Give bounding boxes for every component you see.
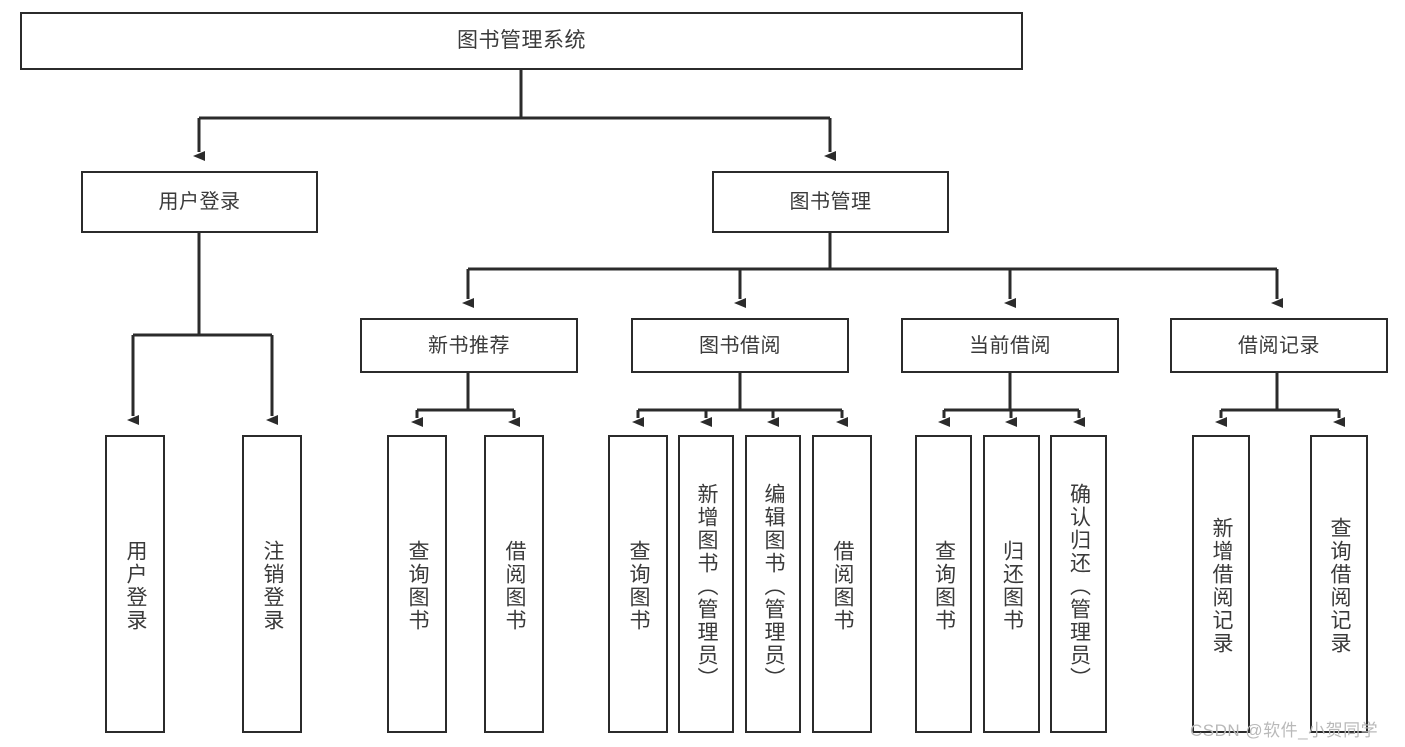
node-label: 图书管理 (789, 191, 872, 213)
node-label: 借阅图书 (503, 540, 527, 632)
leaf-add-book-admin[interactable]: 新增图书（管理员） (678, 435, 734, 733)
node-user-login[interactable]: 用户登录 (81, 171, 318, 233)
node-new-book-recommend[interactable]: 新书推荐 (360, 318, 578, 373)
leaf-query-borrow-record[interactable]: 查询借阅记录 (1310, 435, 1368, 733)
node-label: 归还图书 (1000, 540, 1024, 632)
node-label: 用户登录 (158, 191, 241, 213)
leaf-confirm-return-admin[interactable]: 确认归还（管理员） (1050, 435, 1107, 733)
leaf-query-books-recommend[interactable]: 查询图书 (387, 435, 447, 733)
node-current-borrow[interactable]: 当前借阅 (901, 318, 1119, 373)
node-label: 查询图书 (932, 540, 956, 632)
node-label: 查询借阅记录 (1328, 517, 1352, 655)
node-label: 图书借阅 (699, 334, 781, 357)
leaf-edit-book-admin[interactable]: 编辑图书（管理员） (745, 435, 801, 733)
node-label: 查询图书 (406, 540, 430, 632)
node-label: 新增图书（管理员） (695, 482, 719, 690)
node-label: 查询图书 (627, 540, 651, 632)
leaf-borrow-books-recommend[interactable]: 借阅图书 (484, 435, 544, 733)
node-book-management[interactable]: 图书管理 (712, 171, 949, 233)
node-root[interactable]: 图书管理系统 (20, 12, 1023, 70)
leaf-query-books-borrow[interactable]: 查询图书 (608, 435, 668, 733)
leaf-logout[interactable]: 注销登录 (242, 435, 302, 733)
node-borrow-records[interactable]: 借阅记录 (1170, 318, 1388, 373)
leaf-return-books[interactable]: 归还图书 (983, 435, 1040, 733)
node-label: 新增借阅记录 (1210, 517, 1234, 655)
node-label: 借阅记录 (1238, 334, 1320, 357)
leaf-user-login[interactable]: 用户登录 (105, 435, 165, 733)
node-book-borrow[interactable]: 图书借阅 (631, 318, 849, 373)
node-label: 用户登录 (124, 540, 148, 632)
leaf-add-borrow-record[interactable]: 新增借阅记录 (1192, 435, 1250, 733)
node-label: 编辑图书（管理员） (762, 482, 786, 690)
node-label: 确认归还（管理员） (1067, 482, 1091, 690)
node-label: 注销登录 (261, 540, 285, 632)
node-label: 新书推荐 (428, 334, 510, 357)
leaf-query-books-current[interactable]: 查询图书 (915, 435, 972, 733)
node-label: 借阅图书 (831, 540, 855, 632)
leaf-borrow-books[interactable]: 借阅图书 (812, 435, 872, 733)
node-label: 当前借阅 (969, 334, 1051, 357)
node-label: 图书管理系统 (457, 29, 586, 53)
